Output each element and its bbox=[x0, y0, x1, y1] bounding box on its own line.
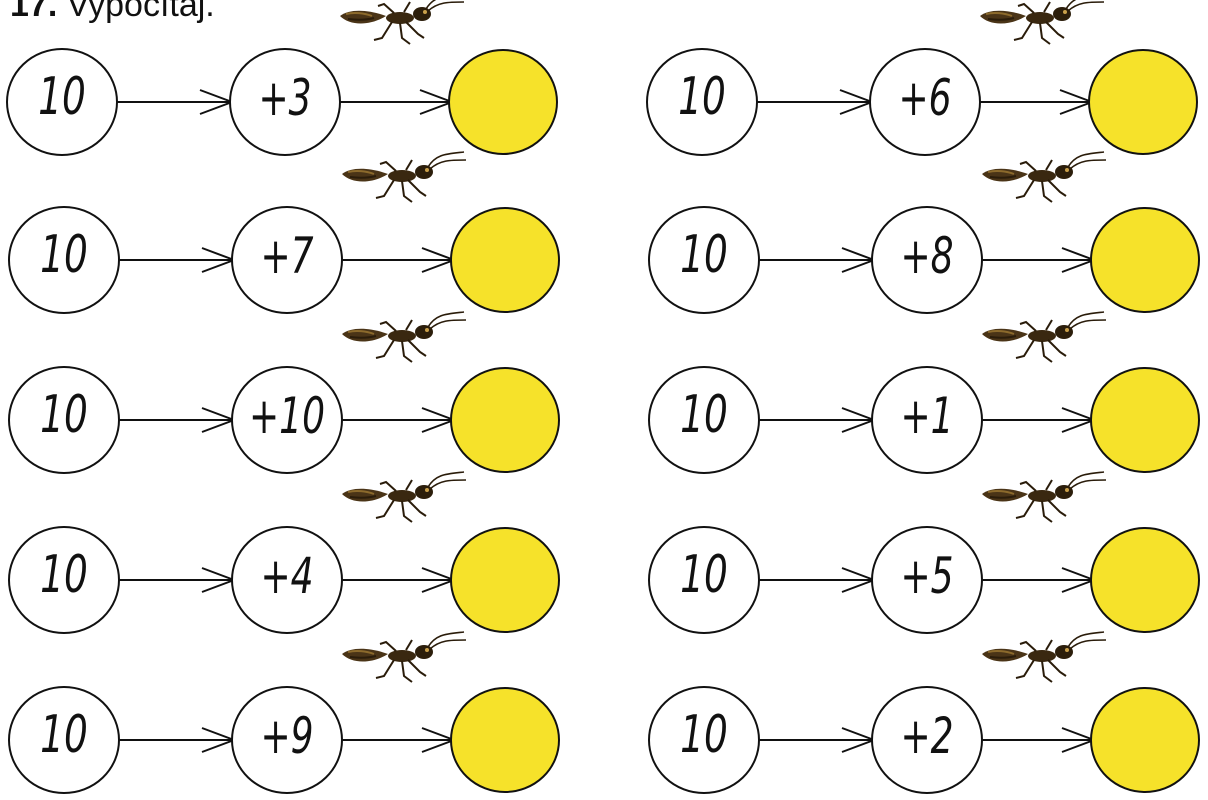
operation-label: +3 bbox=[258, 69, 312, 127]
ant-icon bbox=[982, 311, 1107, 363]
exercise-row: 10 +4 bbox=[2, 471, 562, 640]
operation-label: +9 bbox=[260, 707, 314, 765]
operation-label: +1 bbox=[900, 387, 954, 445]
ant-icon bbox=[342, 471, 467, 523]
operation-label: +7 bbox=[260, 227, 314, 285]
start-number: 10 bbox=[680, 385, 728, 445]
start-number: 10 bbox=[40, 545, 88, 605]
exercise-row: 10 +3 bbox=[0, 0, 560, 162]
ant-icon bbox=[342, 151, 467, 203]
row-diagram bbox=[648, 471, 1200, 634]
ant-icon bbox=[982, 151, 1107, 203]
row-diagram bbox=[8, 311, 560, 474]
answer-circle[interactable] bbox=[1090, 687, 1200, 793]
row-diagram bbox=[648, 151, 1200, 314]
operation-label: +6 bbox=[898, 69, 952, 127]
start-number: 10 bbox=[680, 225, 728, 285]
ant-icon bbox=[982, 631, 1107, 683]
row-diagram bbox=[648, 311, 1200, 474]
ant-icon bbox=[982, 471, 1107, 523]
ant-icon bbox=[980, 0, 1105, 45]
row-diagram bbox=[648, 631, 1200, 794]
start-number: 10 bbox=[40, 705, 88, 765]
start-number: 10 bbox=[680, 705, 728, 765]
exercise-row: 10 +10 bbox=[2, 311, 562, 480]
row-diagram bbox=[8, 471, 560, 634]
exercise-row: 10 +6 bbox=[640, 0, 1200, 162]
operation-label: +5 bbox=[900, 547, 954, 605]
answer-circle[interactable] bbox=[450, 207, 560, 313]
answer-circle[interactable] bbox=[448, 49, 558, 155]
exercise-row: 10 +1 bbox=[642, 311, 1202, 480]
answer-circle[interactable] bbox=[450, 367, 560, 473]
answer-circle[interactable] bbox=[450, 687, 560, 793]
answer-circle[interactable] bbox=[1090, 207, 1200, 313]
ant-icon bbox=[342, 631, 467, 683]
exercise-row: 10 +8 bbox=[642, 151, 1202, 320]
exercise-row: 10 +9 bbox=[2, 631, 562, 800]
operation-label: +10 bbox=[249, 387, 325, 445]
start-number: 10 bbox=[40, 225, 88, 285]
operation-label: +2 bbox=[900, 707, 954, 765]
ant-icon bbox=[342, 311, 467, 363]
exercise-row: 10 +5 bbox=[642, 471, 1202, 640]
row-diagram bbox=[8, 151, 560, 314]
answer-circle[interactable] bbox=[1088, 49, 1198, 155]
ant-icon bbox=[340, 0, 465, 45]
row-diagram bbox=[8, 631, 560, 794]
exercise-instruction: Vypočítaj. bbox=[66, 0, 215, 24]
row-diagram bbox=[6, 0, 558, 156]
operation-label: +4 bbox=[260, 547, 314, 605]
answer-circle[interactable] bbox=[450, 527, 560, 633]
answer-circle[interactable] bbox=[1090, 527, 1200, 633]
row-diagram bbox=[646, 0, 1198, 156]
start-number: 10 bbox=[678, 67, 726, 127]
start-number: 10 bbox=[680, 545, 728, 605]
exercise-number: 17. bbox=[10, 0, 58, 24]
start-number: 10 bbox=[40, 385, 88, 445]
answer-circle[interactable] bbox=[1090, 367, 1200, 473]
exercise-row: 10 +7 bbox=[2, 151, 562, 320]
exercise-title: 17. Vypočítaj. bbox=[10, 0, 215, 25]
start-number: 10 bbox=[38, 67, 86, 127]
exercise-row: 10 +2 bbox=[642, 631, 1202, 800]
operation-label: +8 bbox=[900, 227, 954, 285]
